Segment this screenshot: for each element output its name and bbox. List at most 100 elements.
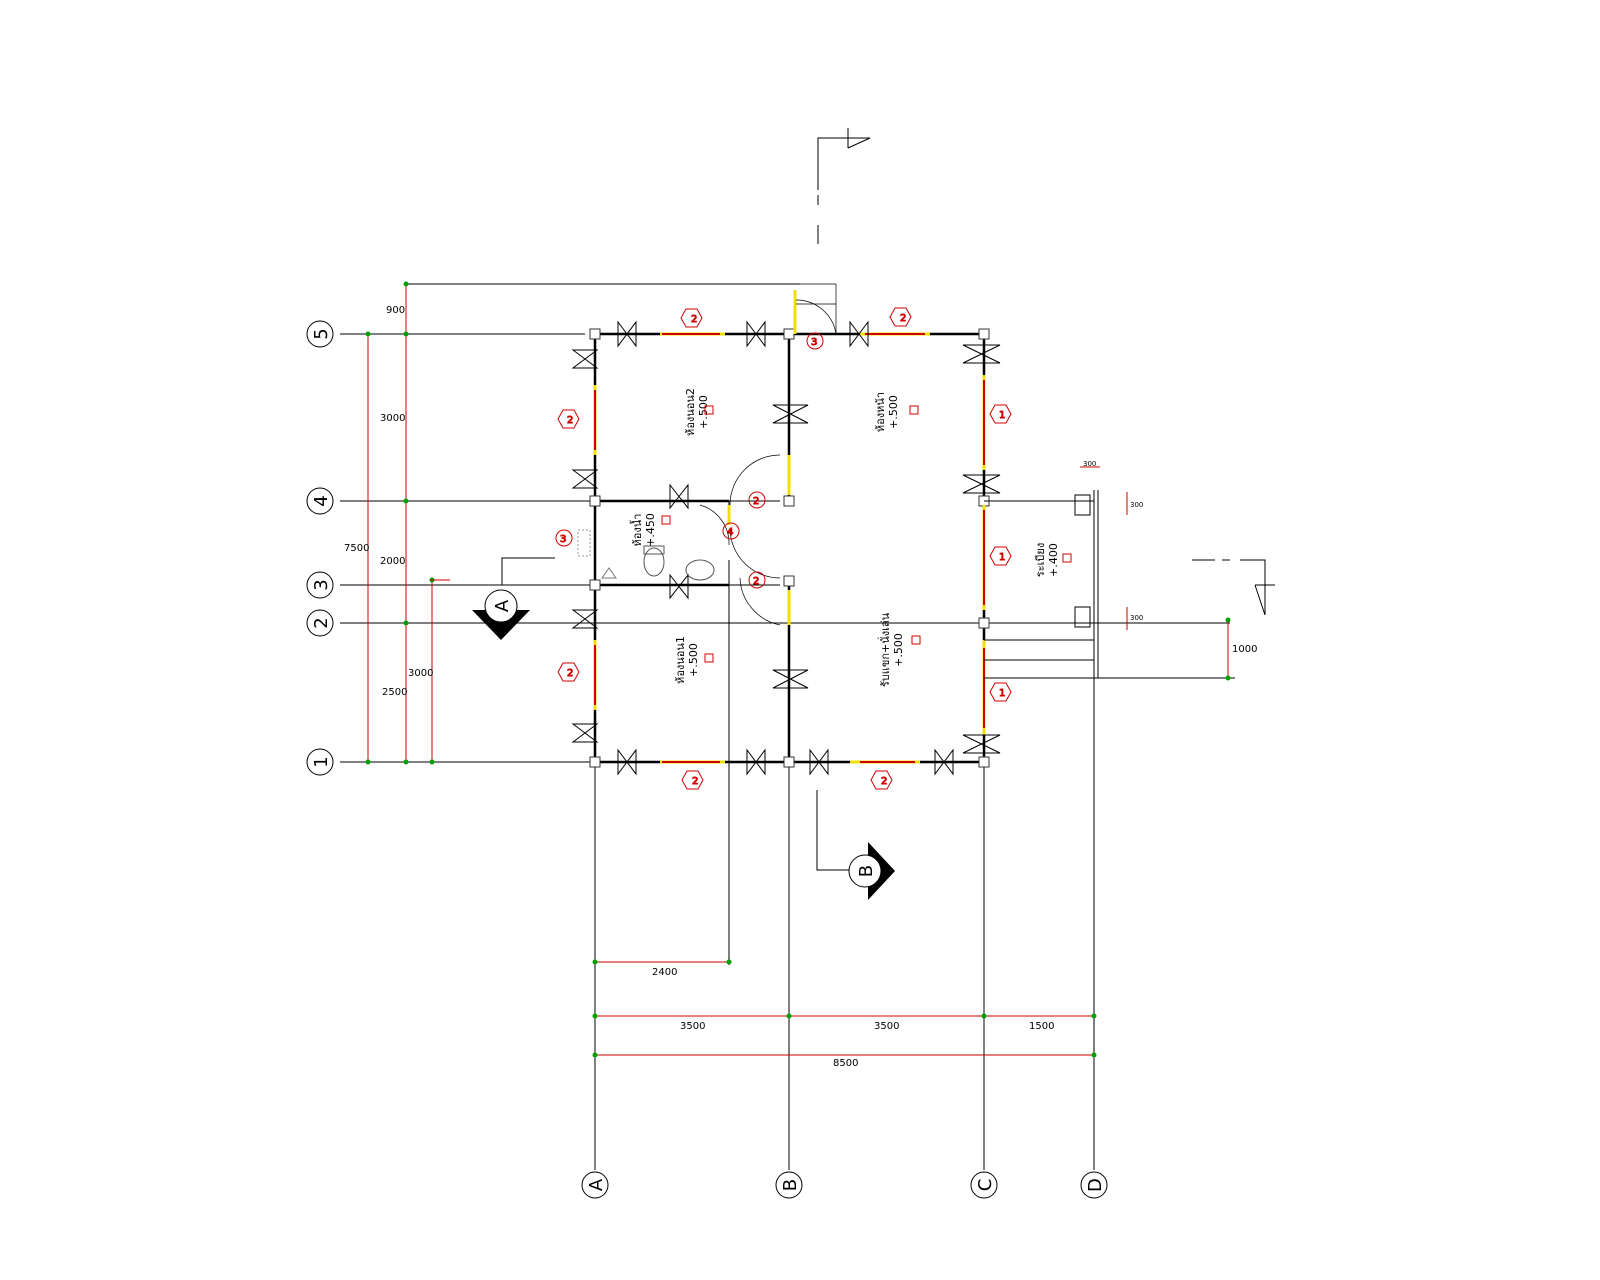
grid-label-a: A bbox=[586, 1178, 607, 1191]
dim-2400: 2400 bbox=[652, 967, 677, 978]
sink-icon bbox=[685, 559, 715, 581]
grid-label-b: B bbox=[780, 1179, 801, 1191]
tags: 2 2 2 2 2 2 1 1 1 2 2 3 3 4 bbox=[555, 307, 1012, 790]
grid-label-4: 4 bbox=[311, 495, 332, 506]
grid-bubbles-rows: 5 4 3 2 1 bbox=[306, 320, 334, 776]
grid-bubble-5 bbox=[306, 320, 334, 348]
toilet-tank-icon bbox=[643, 545, 665, 555]
dim-300-top: 300 bbox=[1083, 460, 1096, 468]
svg-text:2: 2 bbox=[753, 496, 759, 507]
bath-fixtures bbox=[577, 529, 715, 581]
svg-text:+.500: +.500 bbox=[697, 395, 710, 429]
grid-bubble-1 bbox=[306, 748, 334, 776]
windows bbox=[593, 290, 986, 764]
svg-text:ห้องนอน2: ห้องนอน2 bbox=[684, 388, 697, 436]
dim-3000-top: 3000 bbox=[380, 413, 405, 424]
svg-text:3: 3 bbox=[811, 337, 817, 348]
section-top-cut-line bbox=[817, 137, 870, 244]
window-markers bbox=[571, 320, 1001, 776]
window-tag bbox=[680, 308, 703, 328]
dim-7500: 7500 bbox=[344, 543, 369, 554]
section-right-cut-line bbox=[1192, 559, 1266, 615]
svg-text:3: 3 bbox=[560, 534, 566, 545]
section-a-label: A bbox=[492, 599, 513, 612]
svg-text:2: 2 bbox=[567, 415, 573, 426]
room-front: ห้องหน้า +.500 bbox=[874, 392, 900, 432]
dim-2000: 2000 bbox=[380, 556, 405, 567]
dim-1500: 1500 bbox=[1029, 1021, 1054, 1032]
terrace bbox=[984, 490, 1099, 679]
window-tag bbox=[870, 770, 893, 790]
window-tag bbox=[989, 546, 1012, 566]
door-tag bbox=[555, 529, 573, 547]
svg-text:ห้องน้ำ: ห้องน้ำ bbox=[629, 514, 644, 547]
svg-text:2: 2 bbox=[691, 314, 697, 325]
window-tag bbox=[557, 662, 580, 682]
section-a-arrow-icon bbox=[472, 610, 530, 640]
svg-text:ห้องนอน1: ห้องนอน1 bbox=[674, 636, 687, 684]
window-tag bbox=[889, 307, 912, 327]
svg-text:2: 2 bbox=[900, 313, 906, 324]
section-b-label: B bbox=[856, 865, 877, 877]
svg-text:4: 4 bbox=[727, 527, 733, 538]
shelf-icon bbox=[577, 529, 591, 557]
window-tag bbox=[989, 404, 1012, 424]
grid-bubble-3 bbox=[306, 571, 334, 599]
room-labels: ห้องนอน2 +.500 ห้องนอน1 +.500 ห้องน้ำ +.… bbox=[629, 388, 1072, 687]
toilet-icon bbox=[643, 547, 665, 577]
svg-text:ระเบียง: ระเบียง bbox=[1034, 543, 1047, 577]
dim-1000: 1000 bbox=[1232, 644, 1257, 655]
grid-label-2: 2 bbox=[311, 617, 332, 628]
svg-text:+.450: +.450 bbox=[644, 513, 657, 547]
room-bedroom2: ห้องนอน2 +.500 bbox=[684, 388, 710, 436]
floor-drain-icon bbox=[601, 567, 617, 579]
grid-bubble-b bbox=[775, 1171, 803, 1199]
grid-label-5: 5 bbox=[311, 328, 332, 339]
svg-text:+.500: +.500 bbox=[887, 395, 900, 429]
door-swings bbox=[699, 283, 837, 626]
section-b-bubble bbox=[848, 854, 882, 888]
dim-300-low: 300 bbox=[1130, 614, 1143, 622]
window-tag bbox=[681, 770, 704, 790]
grid-bubble-a bbox=[581, 1171, 609, 1199]
svg-text:2: 2 bbox=[881, 776, 887, 787]
section-a-bubble bbox=[484, 589, 518, 623]
section-a-cut-line bbox=[501, 557, 555, 585]
grid-label-3: 3 bbox=[311, 579, 332, 590]
grid-label-c: C bbox=[975, 1179, 996, 1192]
svg-text:2: 2 bbox=[753, 576, 759, 587]
window-tag bbox=[557, 409, 580, 429]
window-tag bbox=[989, 682, 1012, 702]
svg-text:+.500: +.500 bbox=[892, 633, 905, 667]
grid-bubble-d bbox=[1080, 1171, 1108, 1199]
door-tag bbox=[748, 571, 766, 589]
svg-text:+.500: +.500 bbox=[687, 643, 700, 677]
dim-8500: 8500 bbox=[833, 1058, 858, 1069]
svg-text:1: 1 bbox=[999, 410, 1005, 421]
svg-text:ห้องหน้า: ห้องหน้า bbox=[874, 392, 887, 432]
grid-bubble-2 bbox=[306, 609, 334, 637]
grid-label-1: 1 bbox=[311, 756, 332, 767]
room-bedroom1: ห้องนอน1 +.500 bbox=[674, 636, 700, 684]
grid-bubbles-cols: A B C D bbox=[581, 1171, 1108, 1199]
svg-text:2: 2 bbox=[692, 776, 698, 787]
section-b-cut-line bbox=[816, 790, 852, 871]
dim-900: 900 bbox=[386, 305, 405, 316]
bottom-dimensions: 2400 3500 3500 1500 8500 bbox=[592, 959, 1097, 1069]
dim-3500-b: 3500 bbox=[874, 1021, 899, 1032]
door-tag bbox=[806, 332, 824, 350]
room-living: รับแขก+นั่งเล่น +.500 bbox=[877, 612, 905, 687]
section-markers: A B bbox=[472, 128, 1275, 900]
room-bath: ห้องน้ำ +.450 bbox=[629, 513, 657, 547]
dim-3500-a: 3500 bbox=[680, 1021, 705, 1032]
svg-text:1: 1 bbox=[999, 688, 1005, 699]
grid-bubble-4 bbox=[306, 487, 334, 515]
dim-2500: 2500 bbox=[382, 687, 407, 698]
room-terrace: ระเบียง +.400 bbox=[1034, 543, 1060, 577]
svg-text:+.400: +.400 bbox=[1047, 543, 1060, 577]
right-dimensions: 1000 300 300 300 bbox=[1080, 460, 1257, 681]
left-dimensions: 900 3000 7500 2000 3000 2500 bbox=[344, 281, 450, 765]
grid-label-d: D bbox=[1085, 1178, 1106, 1192]
dim-300-mid: 300 bbox=[1130, 501, 1143, 509]
